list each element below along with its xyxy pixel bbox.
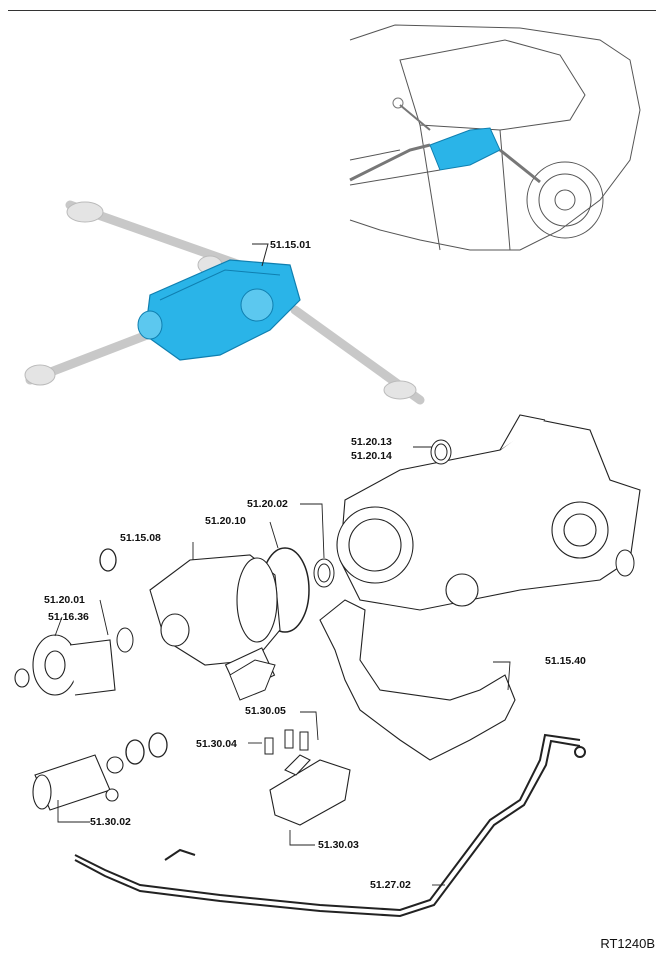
callout-51-20-13: 51.20.13	[351, 436, 392, 448]
drive-unit-highlight	[137, 259, 301, 361]
callout-51-15-01: 51.15.01	[270, 239, 311, 251]
callout-51-30-03: 51.30.03	[318, 839, 359, 851]
seal-51-20-13	[430, 439, 452, 465]
callout-51-20-01: 51.20.01	[44, 594, 85, 606]
leader-lines	[54, 446, 511, 886]
coupling-unit-51-15-08	[149, 554, 281, 693]
callout-51-20-02: 51.20.02	[247, 498, 288, 510]
callout-51-20-14: 51.20.14	[351, 450, 392, 462]
callout-51-20-10: 51.20.10	[205, 515, 246, 527]
callout-51-16-36: 51.16.36	[48, 611, 89, 623]
pipe-51-27-02	[74, 733, 586, 918]
sensors-51-30-04-05	[264, 729, 309, 755]
bracket-51-15-40	[319, 599, 516, 761]
seal-51-20-02	[313, 558, 335, 588]
vehicle-drive-unit	[349, 97, 541, 184]
pump-51-30-02	[32, 754, 124, 811]
callout-51-15-08: 51.15.08	[120, 532, 161, 544]
figure-id: RT1240B	[600, 936, 655, 951]
callout-51-27-02: 51.27.02	[370, 879, 411, 891]
callout-51-30-02: 51.30.02	[90, 816, 131, 828]
callout-51-15-40: 51.15.40	[545, 655, 586, 667]
flange-51-16-36	[14, 634, 116, 696]
callout-51-30-04: 51.30.04	[196, 738, 237, 750]
vehicle-outline	[349, 24, 641, 251]
module-51-30-03	[269, 754, 351, 826]
rings-left	[99, 548, 168, 765]
leader-51-15-01	[252, 243, 269, 267]
seal-51-20-01	[116, 627, 134, 653]
seal-right	[615, 549, 635, 577]
rear-diff-housing	[336, 414, 641, 611]
top-rule	[8, 10, 656, 11]
callout-51-30-05: 51.30.05	[245, 705, 286, 717]
gasket	[229, 659, 276, 701]
